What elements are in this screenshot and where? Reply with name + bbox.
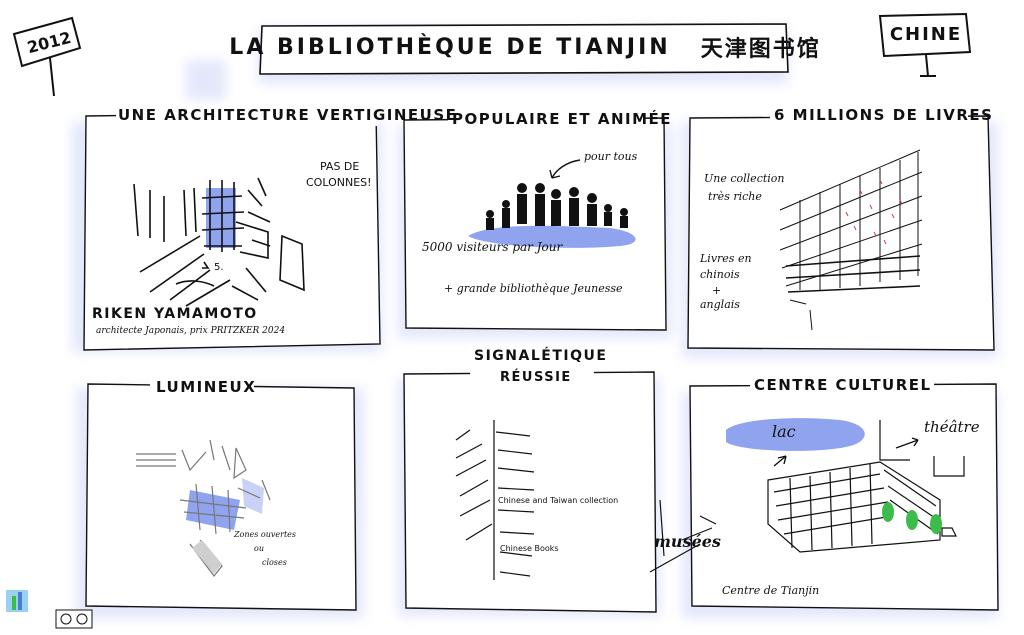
- panel-title-architecture: UNE ARCHITECTURE VERTIGINEUSE: [118, 106, 458, 124]
- note-center: Centre de Tianjin: [722, 584, 820, 597]
- populaire-drawing: [468, 159, 636, 248]
- note-zones-1: Zones ouvertes: [234, 530, 297, 539]
- note-columns-1: PAS DE: [320, 160, 360, 173]
- panel-title-culturel: CENTRE CULTUREL: [754, 376, 932, 394]
- note-collection-2: très riche: [708, 190, 762, 203]
- footer-logo-marks: [6, 590, 93, 629]
- sign-text-2: Chinese Books: [500, 544, 559, 553]
- page-title: LA BIBLIOTHÈQUE DE TIANJIN 天津图书馆: [229, 30, 818, 64]
- note-visitors: 5000 visiteurs par Jour: [422, 240, 563, 254]
- title-zh: 天津图书馆: [700, 37, 821, 62]
- title-banner: [259, 23, 789, 75]
- architecture-drawing: [133, 177, 305, 307]
- architect-name: RIKEN YAMAMOTO: [92, 306, 258, 322]
- note-languages-1: Livres en: [700, 252, 752, 265]
- livres-drawing: [779, 149, 923, 331]
- sign-text-1: Chinese and Taiwan collection: [498, 496, 619, 505]
- architect-caption: architecte Japonais, prix PRITZKER 2024: [96, 326, 286, 336]
- country-label: CHINE: [889, 23, 963, 45]
- note-collection-1: Une collection: [704, 172, 785, 185]
- title-fr: LA BIBLIOTHÈQUE DE TIANJIN: [229, 34, 671, 60]
- country-sign: [878, 12, 972, 77]
- note-languages-2: chinois: [700, 268, 740, 281]
- panel-title-signaletique-1: SIGNALÉTIQUE: [474, 348, 608, 364]
- note-theatre: théâtre: [924, 418, 980, 436]
- panel-title-signaletique-2: RÉUSSIE: [500, 370, 572, 385]
- note-zones-2: ou: [254, 544, 264, 553]
- note-museums: musées: [654, 532, 721, 551]
- lumineux-drawing: [136, 439, 271, 577]
- note-zones-3: closes: [262, 558, 287, 567]
- note-for-all: pour tous: [584, 150, 638, 163]
- panel-title-lumineux: LUMINEUX: [156, 378, 257, 396]
- year-sign: [12, 16, 82, 97]
- culturel-drawing: [649, 418, 965, 573]
- stair-mark: 5.: [214, 262, 224, 273]
- panel-title-populaire: POPULAIRE ET ANIMÉE: [452, 110, 673, 128]
- note-languages-3: +: [712, 284, 722, 297]
- note-columns-2: COLONNES!: [306, 176, 372, 189]
- note-lake: lac: [772, 422, 796, 441]
- signaletique-drawing: [455, 420, 535, 580]
- note-youth: + grande bibliothèque Jeunesse: [444, 282, 623, 295]
- note-languages-4: anglais: [700, 298, 740, 311]
- panel-title-livres: 6 MILLIONS DE LIVRES: [774, 106, 994, 124]
